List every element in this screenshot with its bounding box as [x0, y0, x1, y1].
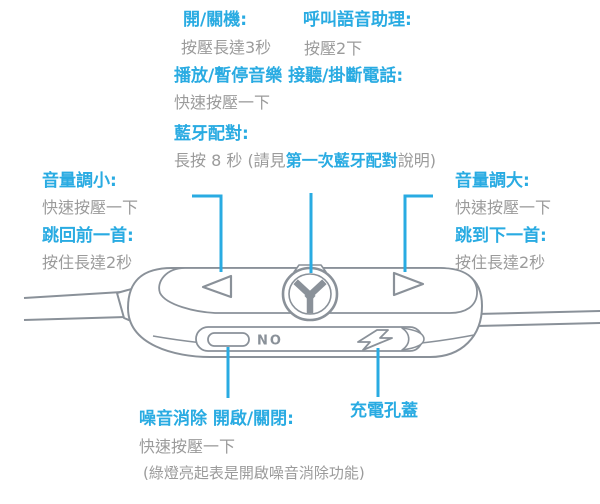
pairing-desc-prefix: 長按 8 秒 (請見 — [174, 151, 286, 170]
label-anc-title: 噪音消除 開啟/關閉: — [139, 409, 294, 429]
charge-cover-tab — [401, 327, 425, 351]
label-power-title: 開/關機: — [183, 10, 248, 30]
label-volume-up-title: 音量調大: — [455, 171, 530, 191]
left-cable — [23, 291, 127, 321]
anc-switch — [207, 332, 250, 347]
label-volume-down-desc: 快速按壓一下 — [42, 198, 139, 217]
label-anc-desc: 快速按壓一下 — [139, 437, 236, 456]
lightning-bolt-icon — [357, 329, 393, 351]
label-next-title: 跳到下一首: — [455, 226, 547, 246]
leader-lines — [192, 193, 433, 398]
label-play-title: 播放/暫停音樂 接聽/掛斷電話: — [174, 66, 404, 86]
right-cable — [475, 310, 600, 327]
leader-volume-up — [403, 194, 433, 272]
label-anc-note: (綠燈亮起表是開啟噪音消除功能) — [143, 464, 365, 482]
label-assistant-desc: 按壓2下 — [304, 39, 363, 58]
switch-label: NO — [257, 334, 283, 349]
jlab-logo-icon — [293, 279, 327, 314]
leader-volume-down — [192, 194, 223, 272]
label-previous-title: 跳回前一首: — [42, 226, 134, 246]
label-next-desc: 按住長達2秒 — [455, 253, 546, 272]
label-play-desc: 快速按壓一下 — [174, 93, 271, 112]
label-charge-title: 充電孔蓋 — [350, 401, 418, 421]
pairing-desc-suffix: 說明) — [397, 151, 436, 170]
front-slot: NO — [195, 326, 425, 352]
volume-down-button — [201, 274, 233, 299]
label-pairing-desc: 長按 8 秒 (請見第一次藍牙配對說明) — [174, 152, 436, 170]
volume-up-button — [392, 271, 425, 297]
label-volume-down-title: 音量調小: — [42, 171, 117, 191]
label-power-desc: 按壓長達3秒 — [181, 38, 272, 57]
label-pairing-title: 藍牙配對: — [174, 124, 249, 144]
label-previous-desc: 按住長達2秒 — [42, 253, 133, 272]
label-volume-up-desc: 快速按壓一下 — [455, 198, 552, 217]
pairing-desc-emphasis: 第一次藍牙配對 — [285, 151, 398, 170]
label-assistant-title: 呼叫語音助理: — [303, 10, 412, 30]
